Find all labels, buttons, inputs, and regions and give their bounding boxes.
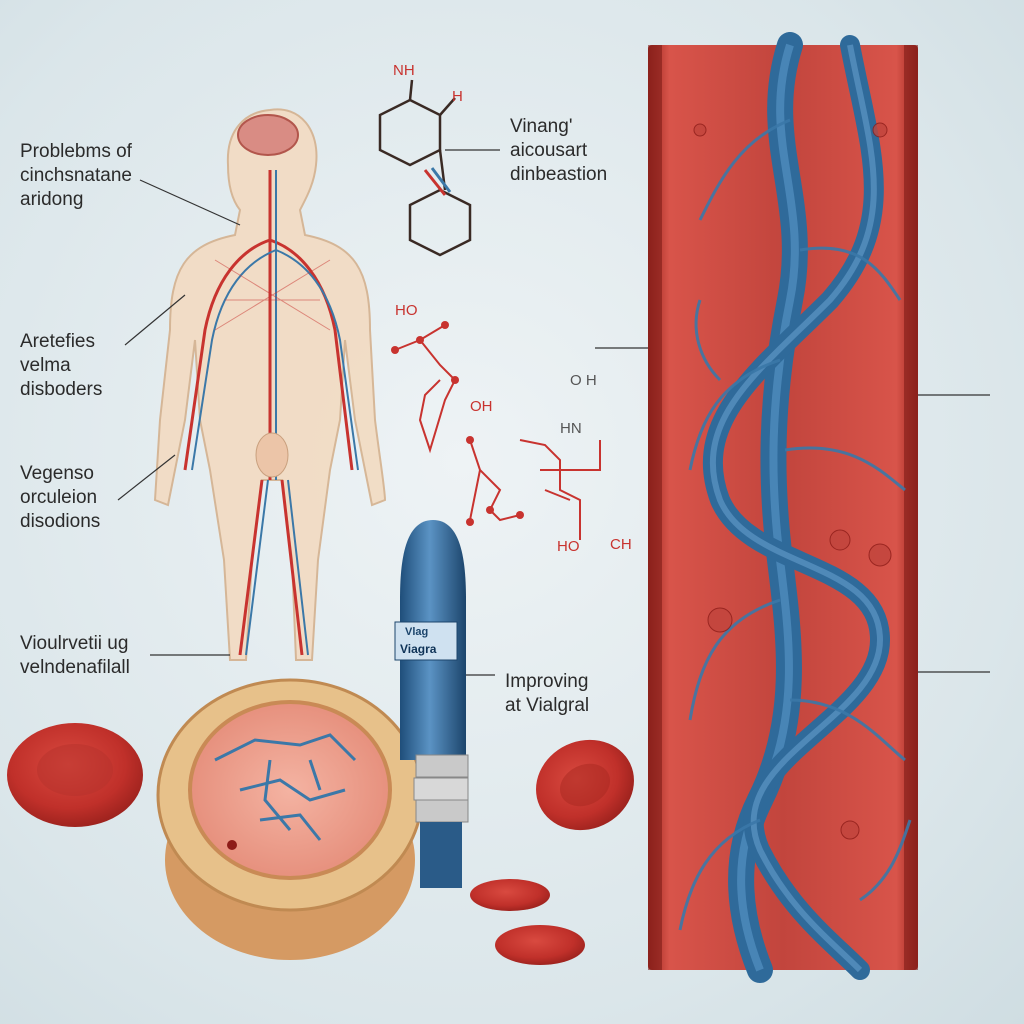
chem-h-top: H (452, 88, 463, 105)
chem-ch: CH (610, 536, 632, 553)
chem-ho-2: HO (557, 538, 580, 555)
chem-nh-top: NH (393, 62, 415, 79)
label-molecule: Vinang' aicousart dinbeastion (510, 116, 608, 185)
vessel-cross-section (156, 678, 424, 960)
chem-ho-1: HO (395, 302, 418, 319)
chem-hn: HN (560, 420, 582, 437)
chem-oh-small: O H (570, 372, 597, 389)
label-arteries: Aretefies velma disboders (20, 331, 103, 400)
label-vasodilating: Vioulrvetii ug velndenafilall (20, 633, 130, 678)
pill-label-top: Vlag (405, 626, 429, 638)
human-figure (153, 108, 387, 661)
label-venous: Vegenso orculeion disodions (20, 463, 101, 532)
blood-vessel (648, 32, 918, 983)
viagra-capsule (394, 520, 469, 888)
label-problems: Problebms of cinchsnatane aridong (20, 141, 132, 210)
molecule-middle (394, 324, 601, 540)
molecule-top (378, 79, 472, 257)
label-improving: Improving at Vialgral (505, 671, 590, 716)
pill-label-bottom: Viagra (400, 642, 437, 656)
chem-oh-1: OH (470, 398, 493, 415)
red-blood-cells (7, 723, 634, 965)
